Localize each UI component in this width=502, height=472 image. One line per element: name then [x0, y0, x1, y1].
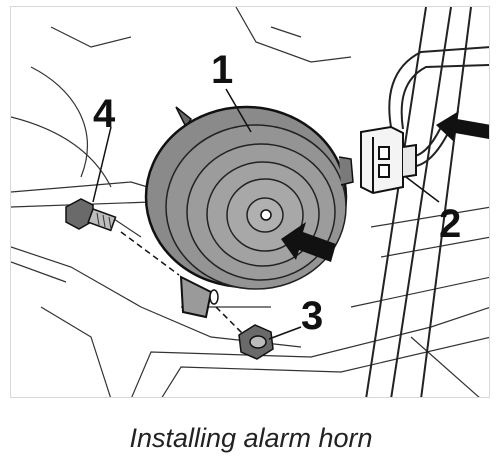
mounting-nut — [215, 306, 274, 360]
callout-label-horn: 1 — [211, 48, 233, 92]
callout-leaders — [92, 88, 440, 340]
vehicle-body-lines — [11, 7, 489, 397]
diagram-frame: 1 2 3 4 — [10, 6, 490, 398]
body-pillar — [365, 7, 472, 397]
mounting-bolt — [65, 198, 180, 276]
callout-label-nut: 3 — [301, 294, 323, 338]
callout-label-bolt: 4 — [93, 92, 116, 136]
horn-push-arrow — [281, 222, 336, 262]
direction-arrows — [281, 111, 489, 262]
installation-illustration: 1 2 3 4 — [11, 7, 489, 397]
alarm-horn — [144, 105, 354, 319]
horn-connector — [360, 125, 417, 195]
callout-label-connector: 2 — [439, 202, 461, 246]
figure-caption: Installing alarm horn — [129, 423, 373, 453]
connector-push-arrow — [436, 111, 489, 141]
